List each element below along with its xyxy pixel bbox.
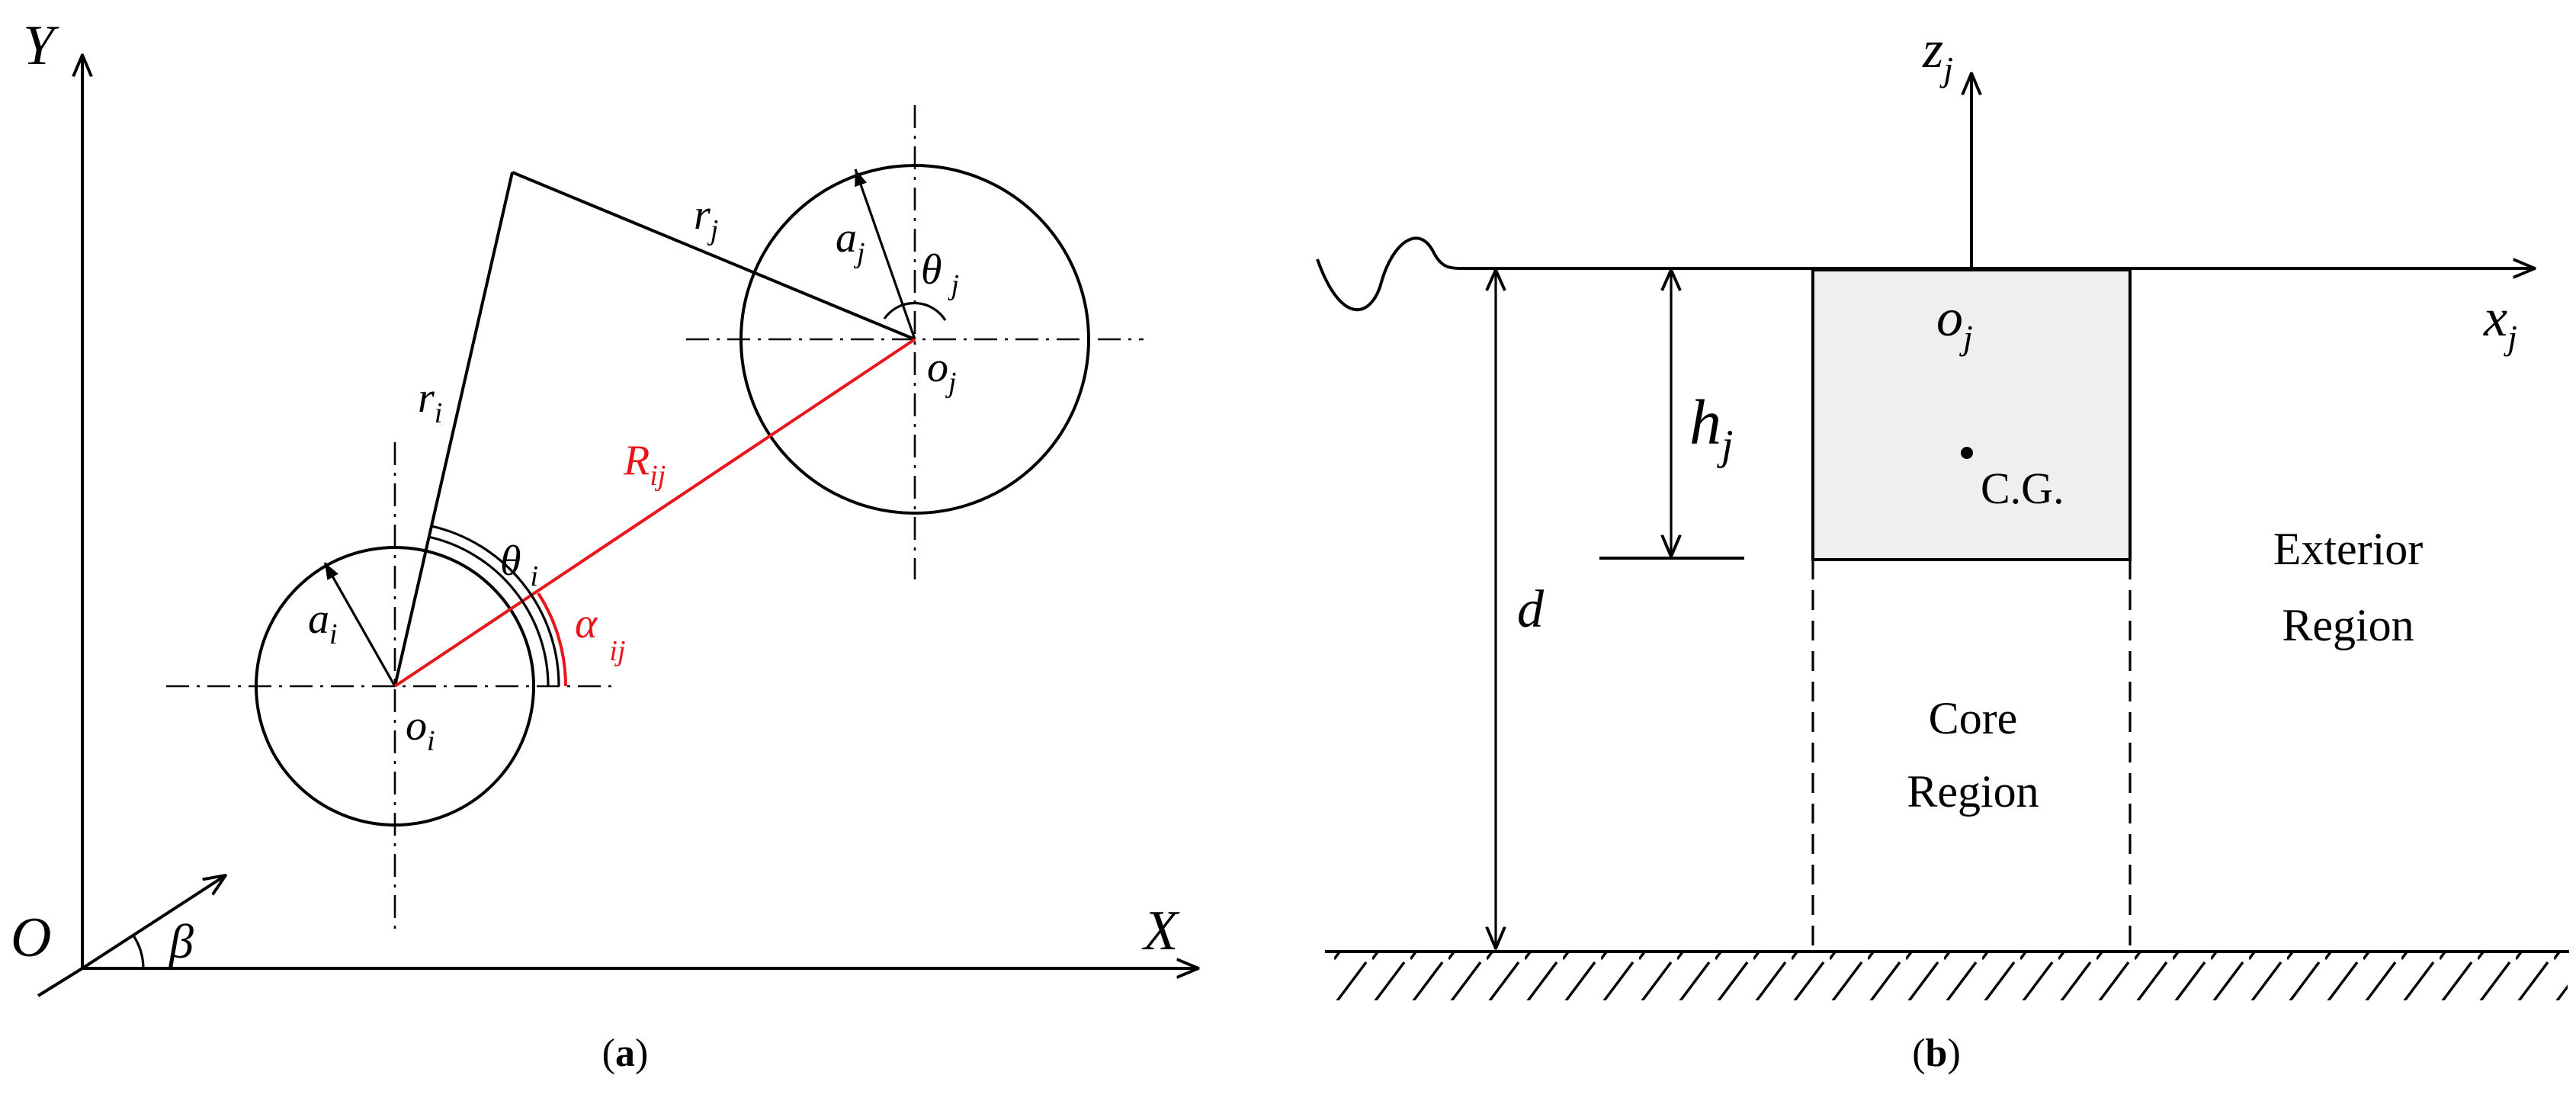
origin-label: O (11, 907, 51, 969)
alpha-ij-arc (537, 592, 568, 687)
seabed-hatch (1333, 953, 2568, 1000)
beta-label: β (168, 914, 194, 968)
beta-arc (132, 935, 145, 969)
oi-label: oi (406, 702, 435, 757)
oj-label-b: oj (1936, 289, 1973, 357)
caption-b: (b) (1912, 1032, 1961, 1075)
radius-ai-arrow (323, 562, 396, 687)
ai-label: ai (308, 595, 338, 650)
theta-i-arc-outer (431, 525, 560, 687)
rij-line (393, 338, 916, 688)
free-surface-wave (1316, 236, 1461, 311)
wave-direction-arrow (81, 875, 226, 970)
caption-a: (a) (602, 1032, 649, 1075)
alpha-ij-label: αij (575, 600, 626, 667)
radius-aj-arrow (854, 169, 916, 340)
zj-label: zj (1922, 21, 1953, 88)
floating-body (1811, 268, 2132, 561)
depth-label: d (1517, 580, 1545, 639)
panel-b: zj xj oj hj d C.G. Exterior Region Core … (1316, 21, 2569, 1075)
cg-label: C.G. (1981, 464, 2064, 513)
xj-label: xj (2483, 289, 2517, 357)
rj-line (512, 171, 916, 341)
x-axis-label: X (1141, 900, 1180, 962)
exterior-region-line2: Region (2282, 600, 2414, 650)
y-axis-label: Y (23, 14, 59, 77)
hj-label: hj (1689, 387, 1734, 469)
core-region-line2: Region (1907, 766, 2039, 817)
oj-label-a: oj (927, 344, 957, 399)
ri-label: ri (418, 374, 442, 429)
rj-label: rj (694, 191, 718, 246)
rij-label: Rij (623, 437, 666, 492)
core-region-line1: Core (1929, 693, 2018, 743)
theta-i-arc-inner (428, 535, 550, 687)
exterior-region-line1: Exterior (2273, 524, 2424, 574)
axis-extension (37, 967, 84, 997)
theta-j-arc (883, 301, 947, 321)
ri-line (393, 172, 514, 687)
aj-label: aj (836, 214, 865, 269)
center-of-gravity-dot (1961, 447, 1973, 459)
